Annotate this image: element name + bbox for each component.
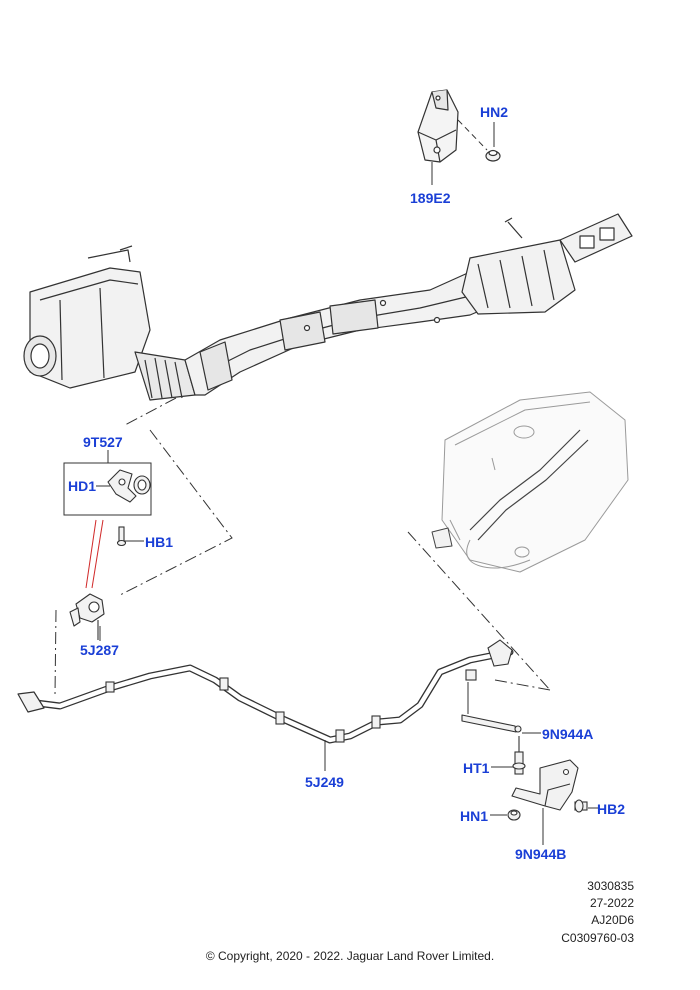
callout-5j249: 5J249 bbox=[305, 774, 344, 790]
bracket-9n944b bbox=[511, 759, 579, 811]
bolt-hb1 bbox=[116, 526, 144, 547]
copyright-notice: © Copyright, 2020 - 2022. Jaguar Land Ro… bbox=[205, 949, 495, 963]
exhaust-system-assembly bbox=[23, 213, 633, 401]
sensor-cover-189e2 bbox=[417, 89, 459, 163]
callout-hd1: HD1 bbox=[68, 478, 97, 494]
bolt-hb2 bbox=[574, 799, 588, 813]
ref-line-1: 3030835 bbox=[587, 879, 634, 893]
callout-hn2: HN2 bbox=[480, 104, 509, 120]
cover-leader-dashed bbox=[457, 119, 488, 151]
ref-line-4: C0309760-03 bbox=[561, 931, 634, 945]
sensor-pipe-5j249 bbox=[17, 648, 514, 744]
clip-hd1 bbox=[107, 469, 137, 503]
pipe-clips bbox=[105, 639, 513, 743]
view-lines bbox=[54, 397, 551, 696]
callout-ht1: HT1 bbox=[463, 760, 490, 776]
grommet bbox=[133, 475, 151, 495]
callout-9n944b: 9N944B bbox=[515, 846, 567, 862]
callout-5j287: 5J287 bbox=[80, 642, 119, 658]
nut-hn2 bbox=[485, 149, 501, 162]
callout-9t527: 9T527 bbox=[83, 434, 123, 450]
callout-hb2: HB2 bbox=[597, 801, 626, 817]
ref-line-2: 27-2022 bbox=[589, 896, 634, 910]
callout-189e2: 189E2 bbox=[410, 190, 451, 206]
callout-hb1: HB1 bbox=[145, 534, 174, 550]
callout-9n944a: 9N944A bbox=[542, 726, 594, 742]
nut-hn1 bbox=[507, 809, 521, 821]
ref-line-3: AJ20D6 bbox=[591, 913, 634, 927]
fuel-tank-ghost bbox=[431, 391, 629, 573]
callout-hn1: HN1 bbox=[460, 808, 489, 824]
red-link-lines bbox=[85, 519, 104, 589]
stud-ht1 bbox=[512, 736, 526, 775]
sensor-5j287 bbox=[69, 593, 105, 640]
bracket-9n944a bbox=[461, 714, 522, 733]
